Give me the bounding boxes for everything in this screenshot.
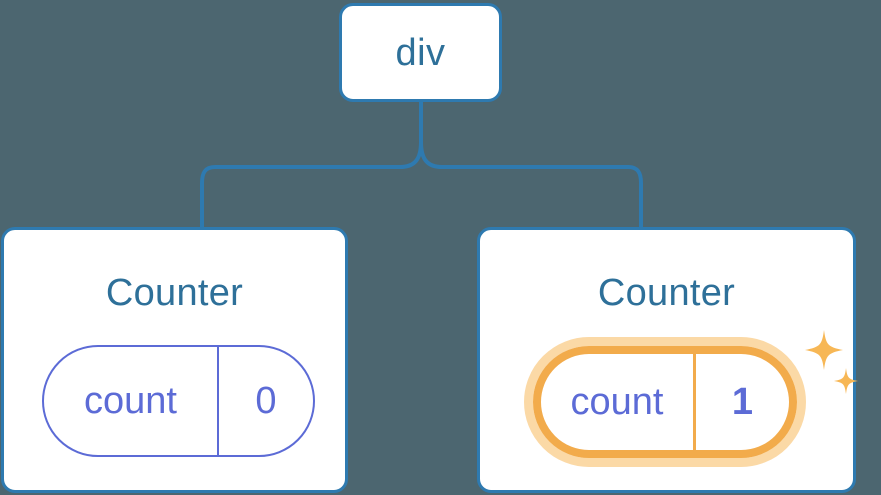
state-pill-left-value: 0	[255, 380, 277, 422]
state-pill-right-halo	[524, 337, 806, 467]
state-pill-left-key: count	[44, 347, 219, 455]
sparkle-group	[805, 330, 858, 394]
sparkle-large-icon	[805, 330, 843, 370]
connector-branch-left	[200, 140, 423, 231]
sparkle-small-icon	[834, 368, 858, 394]
state-pill-right[interactable]: count 1	[524, 337, 806, 467]
node-div-label: div	[395, 31, 446, 74]
state-pill-left[interactable]: count 0	[42, 345, 315, 457]
node-div[interactable]: div	[339, 3, 502, 102]
state-pill-right-key: count	[541, 354, 696, 450]
counter-card-left-title: Counter	[105, 272, 244, 314]
counter-card-left[interactable]: Counter count 0	[1, 227, 348, 493]
counter-card-right-title: Counter	[597, 272, 736, 314]
connector-branch-right	[419, 140, 643, 231]
counter-card-right[interactable]: Counter count 1	[477, 227, 858, 493]
state-pill-left-body: count 0	[42, 345, 315, 457]
state-pill-right-body: count 1	[533, 346, 797, 458]
state-pill-right-value: 1	[731, 381, 754, 423]
